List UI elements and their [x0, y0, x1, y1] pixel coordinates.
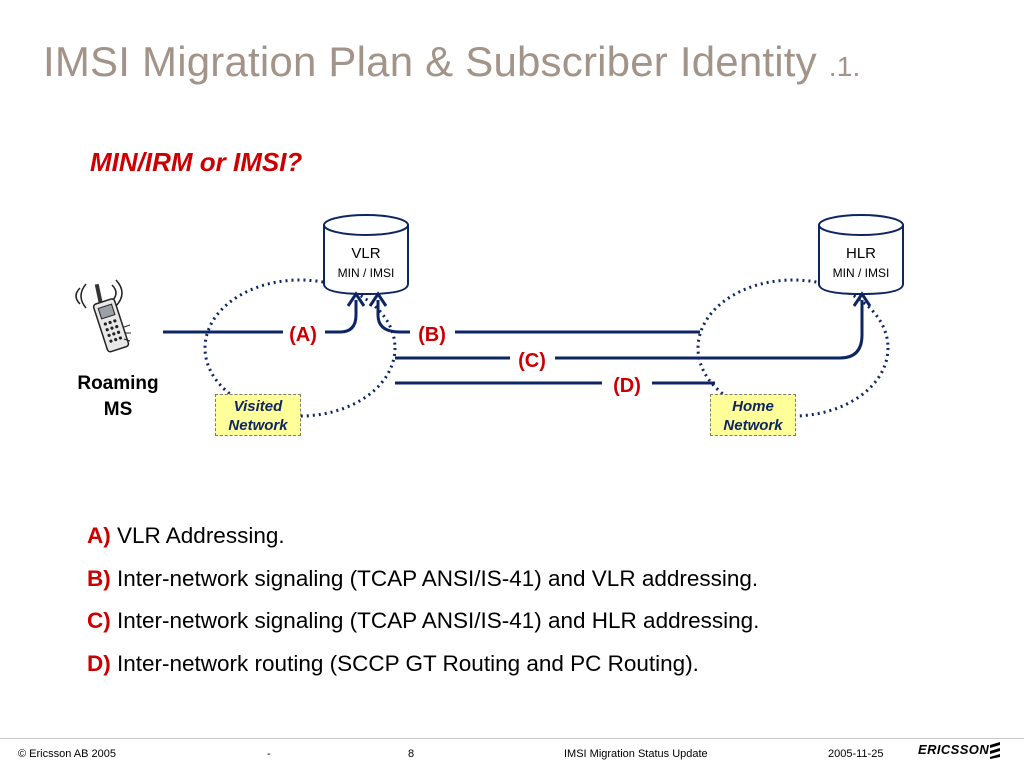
mobile-phone-icon — [75, 279, 131, 353]
ericsson-logo-icon — [990, 742, 1000, 759]
visited-network-box: Visited Network — [215, 394, 301, 436]
legend-item-b: B) Inter-network signaling (TCAP ANSI/IS… — [87, 558, 759, 601]
home-network-line2: Network — [723, 417, 783, 434]
legend-list: A) VLR Addressing. B) Inter-network sign… — [87, 515, 759, 685]
footer-dash: - — [267, 748, 271, 760]
vlr-database-icon — [323, 214, 409, 296]
ericsson-logo-text: ERICSSON — [918, 742, 990, 757]
roaming-ms-label-line1: Roaming — [77, 373, 159, 394]
legend-item-d: D) Inter-network routing (SCCP GT Routin… — [87, 643, 759, 686]
visited-network-line1: Visited — [233, 398, 283, 415]
legend-text-b: Inter-network signaling (TCAP ANSI/IS-41… — [110, 565, 759, 591]
link-b-arrowhead-icon — [368, 291, 388, 307]
legend-key-b: B) — [87, 565, 111, 591]
link-c-line-right — [555, 300, 864, 360]
home-network-box: Home Network — [710, 394, 796, 436]
vlr-label: VLR — [351, 245, 380, 262]
legend-item-c: C) Inter-network signaling (TCAP ANSI/IS… — [87, 600, 759, 643]
legend-text-a: VLR Addressing. — [110, 523, 285, 548]
slide-subtitle: MIN/IRM or IMSI? — [90, 147, 303, 177]
hlr-database-icon — [818, 214, 904, 296]
footer-page-number: 8 — [408, 748, 415, 760]
home-network-ellipse — [696, 278, 890, 418]
footer-copyright: © Ericsson AB 2005 — [18, 748, 116, 760]
label-b: (B) — [418, 324, 446, 346]
label-c: (C) — [518, 350, 546, 372]
slide-footer: © Ericsson AB 2005 - 8 IMSI Migration St… — [0, 738, 1024, 769]
visited-network-line2: Network — [228, 417, 288, 434]
roaming-ms-label-line2: MS — [103, 399, 133, 420]
legend-text-d: Inter-network routing (SCCP GT Routing a… — [110, 650, 699, 676]
home-network-line1: Home — [732, 398, 774, 415]
hlr-label: HLR — [846, 245, 876, 262]
link-a-arrowhead-icon — [346, 291, 366, 307]
roaming-ms-label: Roaming MS — [60, 371, 176, 423]
label-d: (D) — [613, 375, 641, 397]
footer-doc-title: IMSI Migration Status Update — [564, 748, 708, 760]
link-a-connector — [325, 300, 358, 334]
link-b-connector — [376, 300, 410, 334]
legend-text-c: Inter-network signaling (TCAP ANSI/IS-41… — [110, 608, 760, 633]
legend-key-d: D) — [87, 650, 111, 676]
footer-date: 2005-11-25 — [828, 748, 884, 760]
slide-title: IMSI Migration Plan & Subscriber Identit… — [43, 38, 860, 86]
legend-key-c: C) — [87, 608, 111, 633]
link-c-arrowhead-icon — [852, 291, 872, 307]
slide-title-text: IMSI Migration Plan & Subscriber Identit… — [43, 38, 817, 85]
hlr-sublabel: MIN / IMSI — [833, 266, 890, 280]
slide-number-suffix: .1. — [828, 51, 861, 82]
label-a: (A) — [289, 324, 317, 346]
vlr-sublabel: MIN / IMSI — [338, 266, 395, 280]
legend-item-a: A) VLR Addressing. — [87, 515, 759, 558]
legend-key-a: A) — [87, 523, 111, 548]
visited-network-ellipse — [203, 278, 397, 418]
